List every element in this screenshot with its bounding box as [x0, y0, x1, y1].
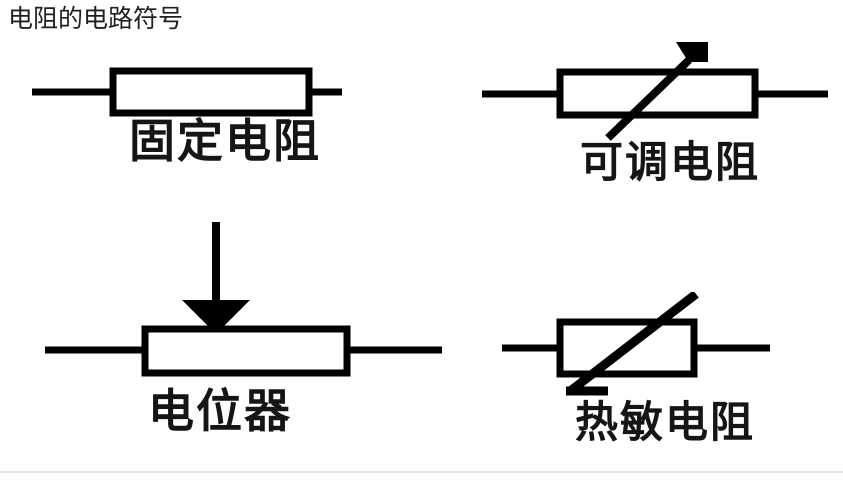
potentiometer-caption: 电位器 [148, 384, 292, 438]
potentiometer-icon [45, 222, 442, 377]
bottom-separator [0, 471, 843, 473]
thermistor-caption: 热敏电阻 [575, 398, 755, 448]
fixed-resistor-caption: 固定电阻 [129, 114, 321, 168]
adjustable-resistor-icon [482, 42, 828, 141]
potentiometer-symbol [30, 212, 450, 380]
page-title: 电阻的电路符号 [8, 6, 184, 33]
thermistor-icon [502, 292, 770, 396]
fixed-resistor-symbol [30, 58, 360, 120]
fixed-resistor-icon [32, 67, 342, 117]
adjustable-resistor-caption: 可调电阻 [580, 138, 760, 188]
adjustable-resistor-symbol [480, 38, 830, 141]
thermistor-symbol [500, 292, 800, 396]
